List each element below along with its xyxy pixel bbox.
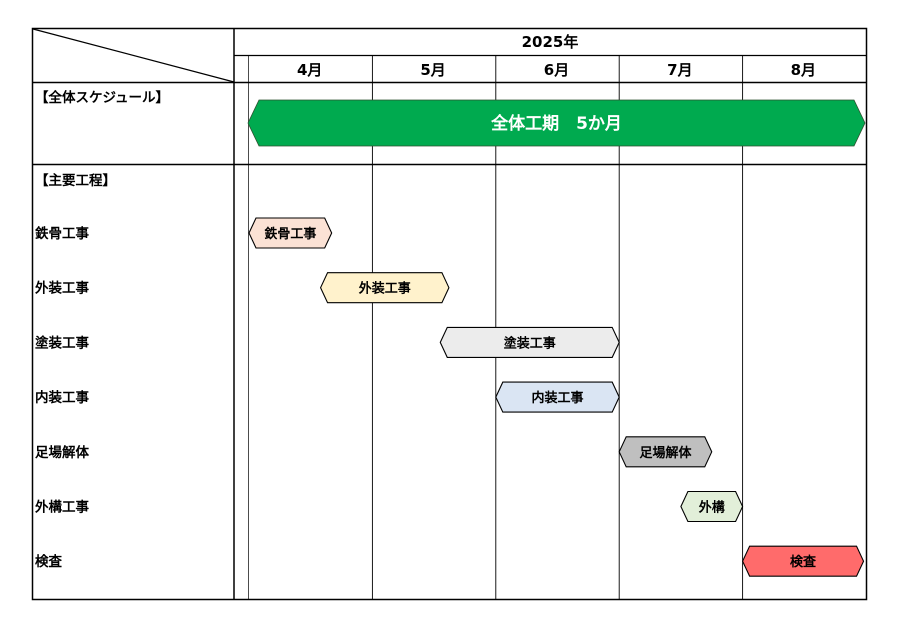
task-bar <box>439 326 620 358</box>
task-bar-label: 検査 <box>790 554 817 570</box>
task-bar-label: 鉄骨工事 <box>264 226 316 242</box>
task-name-label: 塗装工事 <box>35 334 89 351</box>
month-label-3: 6月 <box>544 61 569 79</box>
task-name-label: 外構工事 <box>35 499 89 516</box>
task-row: 外装工事 外装工事 <box>35 272 450 304</box>
task-row: 外構工事 外構 <box>35 490 744 523</box>
task-row: 足場解体 足場解体 <box>35 436 713 468</box>
task-bar <box>618 436 713 468</box>
task-bar <box>495 381 620 413</box>
task-row: 内装工事 内装工事 <box>35 381 620 413</box>
task-bar-label: 外構 <box>698 500 725 516</box>
task-row: 鉄骨工事 鉄骨工事 <box>35 217 333 249</box>
task-bar-label: 内装工事 <box>531 390 583 406</box>
section-overall-label: 【全体スケジュール】 <box>35 89 169 106</box>
month-label-5: 8月 <box>791 61 816 79</box>
task-bar-label: 塗装工事 <box>504 335 556 351</box>
month-label-1: 4月 <box>297 61 322 79</box>
task-name-label: 鉄骨工事 <box>35 225 89 242</box>
task-name-label: 足場解体 <box>35 444 89 461</box>
header-diagonal <box>32 28 235 83</box>
year-label: 2025年 <box>522 33 579 51</box>
overall-schedule-bar <box>247 99 866 147</box>
task-bar <box>319 272 450 304</box>
task-bar-label: 外装工事 <box>358 281 411 297</box>
month-label-4: 7月 <box>667 61 692 79</box>
task-name-label: 検査 <box>35 553 62 570</box>
task-row: 塗装工事 塗装工事 <box>35 326 620 358</box>
task-bar <box>680 490 744 523</box>
section-main-label: 【主要工程】 <box>35 172 116 189</box>
task-bar-label: 足場解体 <box>639 445 692 461</box>
month-label-2: 5月 <box>420 61 445 79</box>
month-labels: 4月 5月 6月 7月 8月 <box>297 61 816 79</box>
task-name-label: 外装工事 <box>35 280 89 297</box>
task-bar <box>248 217 333 249</box>
overall-schedule-label: 全体工期 5か月 <box>490 113 622 134</box>
task-bar <box>741 545 865 577</box>
task-row: 検査 検査 <box>35 545 865 577</box>
task-rows: 鉄骨工事鉄骨工事外装工事外装工事塗装工事塗装工事内装工事内装工事足場解体足場解体… <box>35 217 865 577</box>
task-name-label: 内装工事 <box>35 389 89 406</box>
